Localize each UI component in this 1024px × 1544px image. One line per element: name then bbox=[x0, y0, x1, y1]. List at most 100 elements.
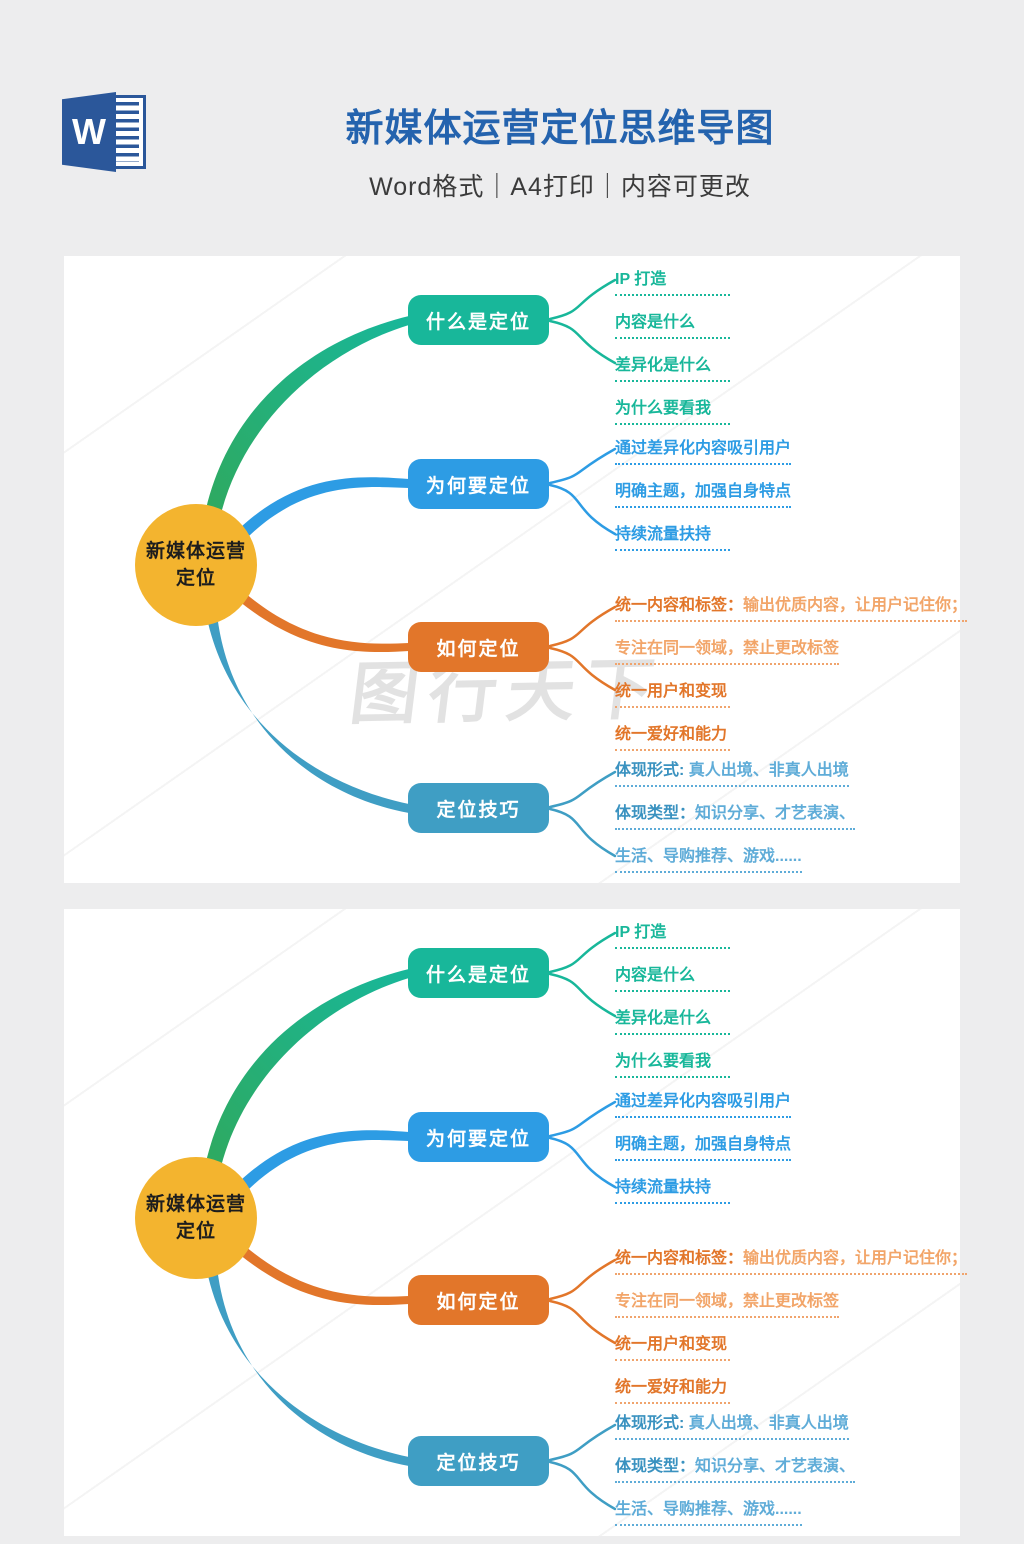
branch-item-light-segment: 输出优质内容，让用户记住你； bbox=[743, 1250, 968, 1267]
main-branch-curve bbox=[239, 1246, 409, 1306]
branch-item-light-segment: 知识分享、才艺表演、 bbox=[695, 805, 856, 822]
branch-item: 生活、导购推荐、游戏...... bbox=[615, 1501, 802, 1526]
branch-item-text: 体现形式: 真人出境、非真人出境 bbox=[615, 762, 849, 779]
branch-item-light-segment: 输出优质内容，让用户记住你； bbox=[743, 597, 968, 614]
dotted-underline bbox=[615, 706, 730, 708]
branch-item-light-segment: 真人出境、非真人出境 bbox=[688, 1415, 849, 1432]
brace-curve bbox=[548, 770, 617, 809]
branch-item-text: 通过差异化内容吸引用户 bbox=[615, 440, 791, 457]
brace-curve bbox=[548, 972, 617, 1018]
dotted-underline bbox=[615, 337, 730, 339]
word-icon-letter: W bbox=[72, 111, 106, 152]
branch-item: 统一用户和变现 bbox=[615, 1336, 730, 1361]
dotted-underline bbox=[615, 1524, 802, 1526]
branch-item-text: 体现类型：知识分享、才艺表演、 bbox=[615, 1458, 855, 1475]
branch-item-light-segment: 真人出境、非真人出境 bbox=[688, 762, 849, 779]
brace-curve bbox=[548, 1423, 617, 1462]
branch-item-light-segment: 生活、导购推荐、游戏...... bbox=[615, 848, 802, 865]
branch-item-bold-segment: 通过差异化内容吸引用户 bbox=[615, 440, 792, 457]
branch-items-1: IP 打造内容是什么差异化是什么为什么要看我 bbox=[615, 271, 730, 443]
branch-item-bold-segment: 体现类型： bbox=[615, 1458, 696, 1475]
branch-item-bold-segment: 差异化是什么 bbox=[615, 357, 712, 374]
branch-item-text: IP 打造 bbox=[615, 924, 730, 941]
branch-item-text: 差异化是什么 bbox=[615, 1010, 730, 1027]
dotted-underline bbox=[615, 990, 730, 992]
dotted-underline bbox=[615, 1159, 792, 1161]
main-branch-curve bbox=[240, 477, 409, 538]
dotted-underline bbox=[615, 1438, 849, 1440]
branch-item-text: 统一用户和变现 bbox=[615, 1336, 730, 1353]
branch-item-light-segment: 知识分享、才艺表演、 bbox=[695, 1458, 856, 1475]
page-subtitle: Word格式｜A4打印｜内容可更改 bbox=[369, 173, 751, 201]
branch-item-text: IP 打造 bbox=[615, 271, 730, 288]
branch-items-4: 体现形式: 真人出境、非真人出境体现类型：知识分享、才艺表演、生活、导购推荐、游… bbox=[615, 1415, 856, 1544]
dotted-underline bbox=[615, 1033, 730, 1035]
dotted-underline bbox=[615, 423, 730, 425]
brace-curve bbox=[548, 319, 617, 365]
branch-node-2: 为何要定位 bbox=[408, 459, 549, 509]
branch-items-2: 通过差异化内容吸引用户明确主题，加强自身特点持续流量扶持 bbox=[615, 440, 792, 569]
branch-item: 体现形式: 真人出境、非真人出境 bbox=[615, 762, 849, 787]
branch-item-text: 统一内容和标签：输出优质内容，让用户记住你； bbox=[615, 1250, 967, 1267]
dotted-underline bbox=[615, 871, 802, 873]
branch-item: 明确主题，加强自身特点 bbox=[615, 1136, 792, 1161]
branch-item-bold-segment: 体现类型： bbox=[615, 805, 696, 822]
brace-curve bbox=[548, 1460, 617, 1511]
brace-curve bbox=[548, 1299, 617, 1345]
branch-item-text: 差异化是什么 bbox=[615, 357, 730, 374]
branch-item: 明确主题，加强自身特点 bbox=[615, 483, 792, 508]
branch-item: 持续流量扶持 bbox=[615, 526, 730, 551]
branch-item: IP 打造 bbox=[615, 924, 730, 949]
main-branch-curve bbox=[204, 316, 409, 522]
branch-item: 体现类型：知识分享、才艺表演、 bbox=[615, 805, 856, 830]
branch-items-3: 统一内容和标签：输出优质内容，让用户记住你； 专注在同一领域，禁止更改标签统一用户… bbox=[615, 1250, 968, 1422]
branch-items-3: 统一内容和标签：输出优质内容，让用户记住你；专注在同一领域，禁止更改标签统一用户… bbox=[615, 597, 968, 769]
dotted-underline bbox=[615, 620, 968, 622]
center-node: 新媒体运营定位 bbox=[135, 504, 257, 626]
branch-item: IP 打造 bbox=[615, 271, 730, 296]
mindmap-curves bbox=[204, 931, 617, 1511]
brace-curve bbox=[548, 931, 617, 974]
branch-item-bold-segment: 为什么要看我 bbox=[615, 400, 712, 417]
branch-item-text: 内容是什么 bbox=[615, 967, 730, 984]
branch-item: 统一爱好和能力 bbox=[615, 1379, 730, 1404]
branch-node-4: 定位技巧 bbox=[408, 1436, 549, 1486]
branch-item: 差异化是什么 bbox=[615, 357, 730, 382]
branch-item-bold-segment: 统一用户和变现 bbox=[615, 1336, 728, 1353]
word-icon: W bbox=[62, 92, 150, 172]
branch-item-text: 体现形式: 真人出境、非真人出境 bbox=[615, 1415, 849, 1432]
dotted-underline bbox=[615, 749, 730, 751]
brace-curve bbox=[548, 278, 617, 321]
branch-item-bold-segment: 统一内容和标签： bbox=[615, 597, 744, 614]
branch-item-light-segment: 生活、导购推荐、游戏...... bbox=[615, 1501, 802, 1518]
branch-item-bold-segment: 通过差异化内容吸引用户 bbox=[615, 1093, 792, 1110]
branch-item-bold-segment: 统一用户和变现 bbox=[615, 683, 728, 700]
center-node-label-line1: 新媒体运营 bbox=[145, 541, 246, 562]
branch-item-text: 统一用户和变现 bbox=[615, 683, 730, 700]
brace-curve bbox=[548, 605, 617, 648]
branch-item: 专注在同一领域，禁止更改标签 bbox=[615, 1293, 840, 1318]
dotted-underline bbox=[615, 1273, 968, 1275]
branch-item: 通过差异化内容吸引用户 bbox=[615, 440, 792, 465]
dotted-underline bbox=[615, 294, 730, 296]
branch-item-text: 通过差异化内容吸引用户 bbox=[615, 1093, 791, 1110]
branch-node-3: 如何定位 bbox=[408, 1275, 549, 1325]
branch-item-text: 持续流量扶持 bbox=[615, 526, 730, 543]
brace-curve bbox=[548, 483, 617, 536]
branch-node-2: 为何要定位 bbox=[408, 1112, 549, 1162]
branch-item: 统一内容和标签：输出优质内容，让用户记住你； bbox=[615, 1250, 968, 1275]
branch-item-text: 统一爱好和能力 bbox=[615, 726, 730, 743]
dotted-underline bbox=[615, 1402, 730, 1404]
branch-item: 为什么要看我 bbox=[615, 1053, 730, 1078]
branch-item-bold-segment: 明确主题，加强自身特点 bbox=[615, 1136, 792, 1153]
dotted-underline bbox=[615, 549, 730, 551]
branch-item-text: 统一爱好和能力 bbox=[615, 1379, 730, 1396]
dotted-underline bbox=[615, 1316, 840, 1318]
branch-item: 体现类型：知识分享、才艺表演、 bbox=[615, 1458, 856, 1483]
brace-curve bbox=[548, 1258, 617, 1301]
branch-item-bold-segment: 统一内容和标签： bbox=[615, 1250, 744, 1267]
branch-item: 统一内容和标签：输出优质内容，让用户记住你； bbox=[615, 597, 968, 622]
branch-item-text: 体现类型：知识分享、才艺表演、 bbox=[615, 805, 855, 822]
header: 新媒体运营定位思维导图 Word格式｜A4打印｜内容可更改 bbox=[0, 97, 1024, 203]
branch-node-4: 定位技巧 bbox=[408, 783, 549, 833]
